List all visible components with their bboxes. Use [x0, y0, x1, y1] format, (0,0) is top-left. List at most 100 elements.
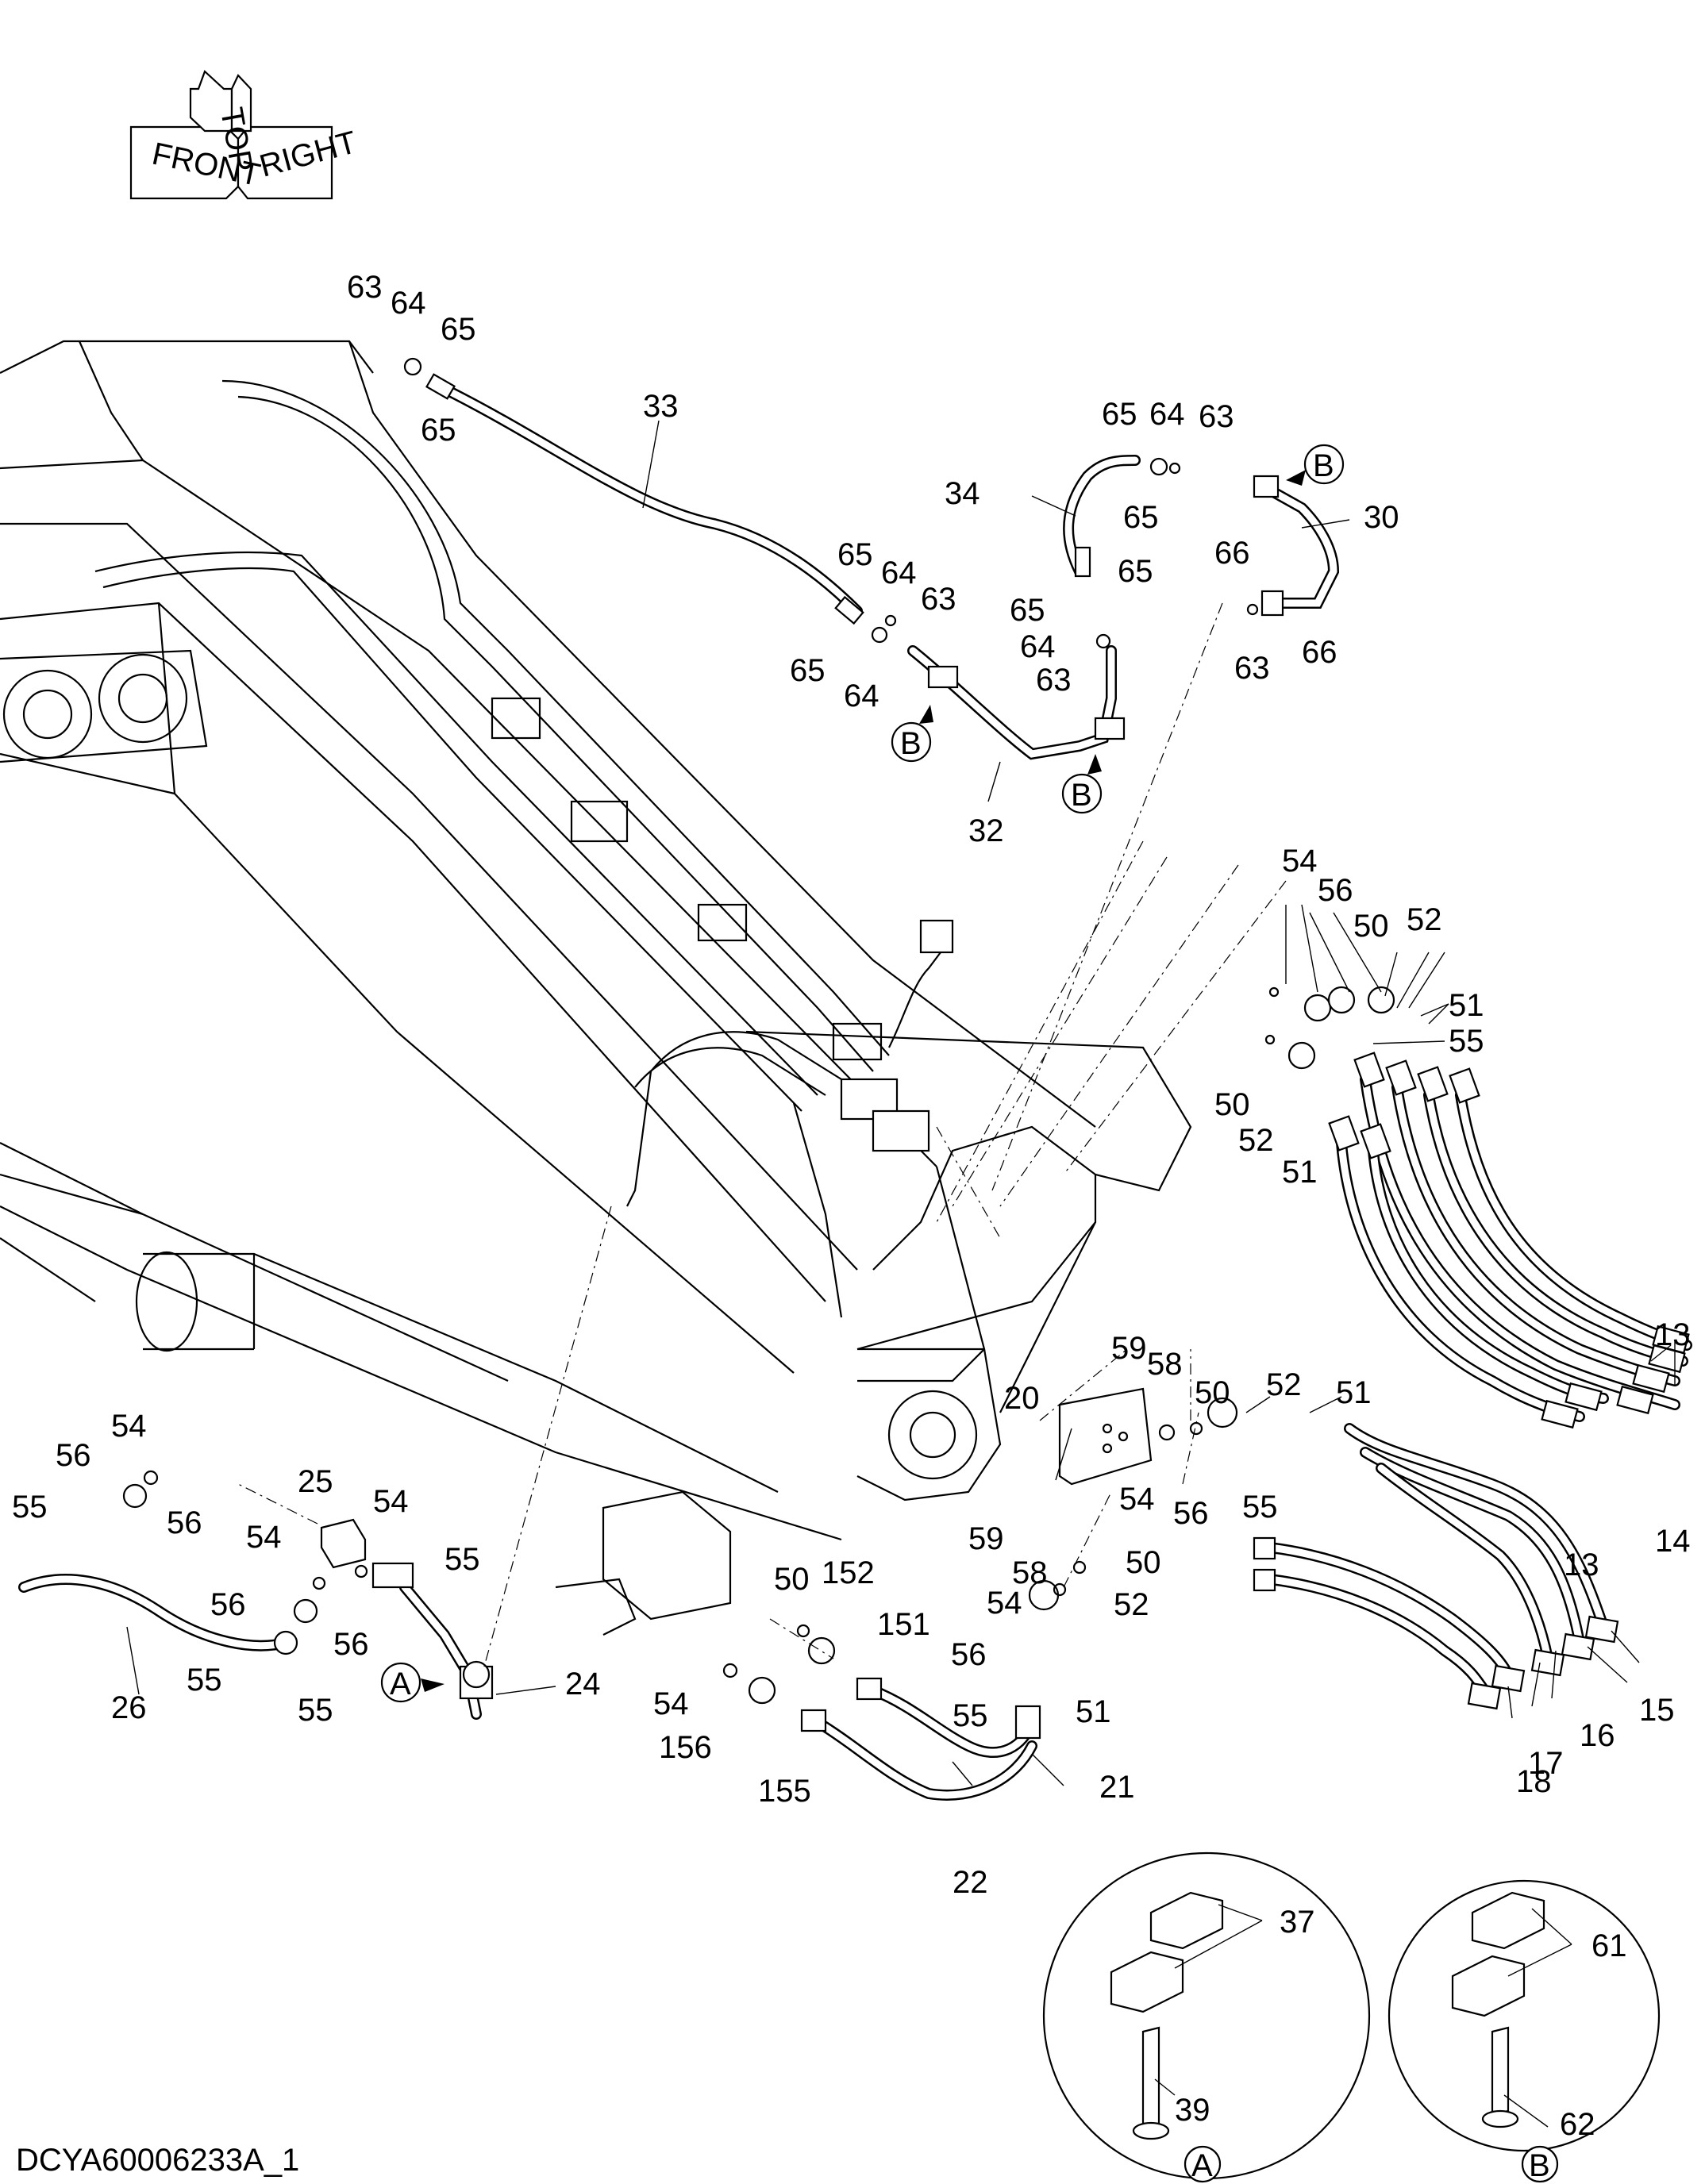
boom-structure — [0, 340, 1192, 1636]
callout-63-e: 63 — [1234, 651, 1270, 686]
callout-15: 15 — [1639, 1693, 1675, 1728]
callout-65-f: 65 — [1123, 500, 1159, 535]
callout-54-a: 54 — [1282, 844, 1318, 879]
callout-labels: 33 30 32 34 63 64 65 65 65 64 63 65 64 6… — [12, 270, 1691, 2142]
callout-65-h: 65 — [1010, 593, 1045, 628]
callout-59-a: 59 — [1111, 1331, 1147, 1366]
hose-26 — [18, 1574, 298, 1655]
callout-55-f: 55 — [187, 1663, 222, 1698]
callout-14: 14 — [1655, 1524, 1691, 1559]
callout-50-b: 50 — [1214, 1087, 1250, 1122]
view-marker-b-1: B — [1286, 444, 1345, 486]
callout-155: 155 — [758, 1774, 811, 1809]
callout-39: 39 — [1175, 2093, 1210, 2128]
callout-58-b: 58 — [1012, 1555, 1048, 1590]
callout-17: 17 — [1528, 1746, 1564, 1781]
callout-66-a: 66 — [1214, 536, 1250, 571]
pipe-30 — [1253, 475, 1340, 617]
callout-61: 61 — [1591, 1928, 1627, 1963]
block-25 — [320, 1518, 367, 1569]
callout-55-g: 55 — [298, 1693, 333, 1728]
callout-64-b: 64 — [881, 556, 917, 590]
view-marker-b-3: B — [1061, 754, 1103, 814]
callout-63-b: 63 — [921, 582, 956, 617]
svg-text:B: B — [1529, 2148, 1550, 2183]
callout-62: 62 — [1560, 2107, 1595, 2142]
callout-59-b: 59 — [968, 1521, 1004, 1556]
callout-65-a: 65 — [441, 312, 476, 347]
callout-52-a: 52 — [1407, 902, 1442, 937]
callout-51-b: 51 — [1282, 1155, 1318, 1190]
orientation-indicator: FRONT TOP RIGHT — [129, 70, 360, 200]
callout-54-d: 54 — [653, 1686, 689, 1721]
callout-50-c: 50 — [1195, 1375, 1230, 1410]
callout-20: 20 — [1004, 1381, 1040, 1416]
callout-37: 37 — [1280, 1905, 1315, 1940]
callout-50-e: 50 — [774, 1562, 810, 1597]
callout-52-b: 52 — [1238, 1123, 1274, 1158]
callout-156: 156 — [659, 1730, 712, 1765]
callout-leaders — [126, 420, 1676, 2128]
callout-52-d: 52 — [1114, 1587, 1149, 1622]
callout-56-g: 56 — [333, 1627, 369, 1662]
callout-56-c: 56 — [951, 1637, 987, 1672]
callout-151: 151 — [877, 1607, 930, 1642]
callout-13-a: 13 — [1655, 1317, 1691, 1352]
callout-54-e: 54 — [111, 1409, 147, 1444]
callout-22: 22 — [953, 1865, 988, 1900]
svg-text:B: B — [900, 726, 922, 761]
callout-65-d: 65 — [790, 653, 826, 688]
callout-55-d: 55 — [12, 1490, 48, 1525]
callout-64-e: 64 — [1020, 629, 1056, 664]
callout-26: 26 — [111, 1690, 147, 1725]
callout-65-b: 65 — [421, 413, 456, 448]
callout-65-g: 65 — [1118, 554, 1153, 589]
hose-34 — [1063, 455, 1141, 578]
callout-33: 33 — [643, 389, 679, 424]
callout-64-c: 64 — [844, 679, 879, 713]
callout-54-g: 54 — [246, 1520, 282, 1555]
callout-58-a: 58 — [1147, 1347, 1183, 1382]
view-marker-b-4: B — [1521, 2145, 1559, 2183]
callout-64-a: 64 — [391, 286, 426, 321]
callout-55-a: 55 — [1449, 1024, 1484, 1059]
callout-52-c: 52 — [1266, 1367, 1302, 1402]
callout-56-a: 56 — [1318, 873, 1353, 908]
detail-view-b — [1387, 1879, 1661, 2152]
hose-group-13-14 — [1328, 1052, 1692, 1429]
svg-text:B: B — [1071, 778, 1092, 813]
svg-text:A: A — [390, 1667, 411, 1701]
callout-56-b: 56 — [1173, 1496, 1209, 1531]
callout-65-e: 65 — [1102, 397, 1137, 432]
view-marker-a-1: A — [380, 1662, 445, 1703]
svg-text:B: B — [1313, 448, 1334, 483]
callout-63-c: 63 — [1199, 399, 1234, 434]
document-code: DCYA60006233A_1 — [16, 2143, 299, 2178]
callout-55-c: 55 — [953, 1698, 988, 1733]
view-marker-a-2: A — [1183, 2145, 1222, 2183]
callout-54-c: 54 — [987, 1586, 1022, 1621]
callout-13-b: 13 — [1564, 1548, 1599, 1582]
callout-65-c: 65 — [837, 537, 873, 572]
detail-view-a — [1042, 1851, 1371, 2180]
hose-21-22 — [800, 1677, 1041, 1801]
callout-56-e: 56 — [167, 1505, 202, 1540]
callout-51-a: 51 — [1449, 988, 1484, 1023]
callout-18: 18 — [1516, 1764, 1552, 1799]
pipe-32 — [907, 645, 1126, 760]
callout-25: 25 — [298, 1464, 333, 1499]
callout-56-d: 56 — [56, 1438, 91, 1473]
callout-54-b: 54 — [1119, 1482, 1155, 1517]
callout-64-d: 64 — [1149, 397, 1185, 432]
callout-54-f: 54 — [373, 1484, 409, 1519]
hose-33 — [425, 373, 864, 625]
callout-152: 152 — [822, 1555, 875, 1590]
callout-32: 32 — [968, 813, 1004, 848]
view-marker-b-2: B — [891, 705, 933, 763]
callout-51-c: 51 — [1336, 1375, 1372, 1410]
flange-clusters — [122, 986, 1395, 1705]
assembly-leaders — [237, 602, 1287, 1667]
callout-30: 30 — [1364, 500, 1399, 535]
